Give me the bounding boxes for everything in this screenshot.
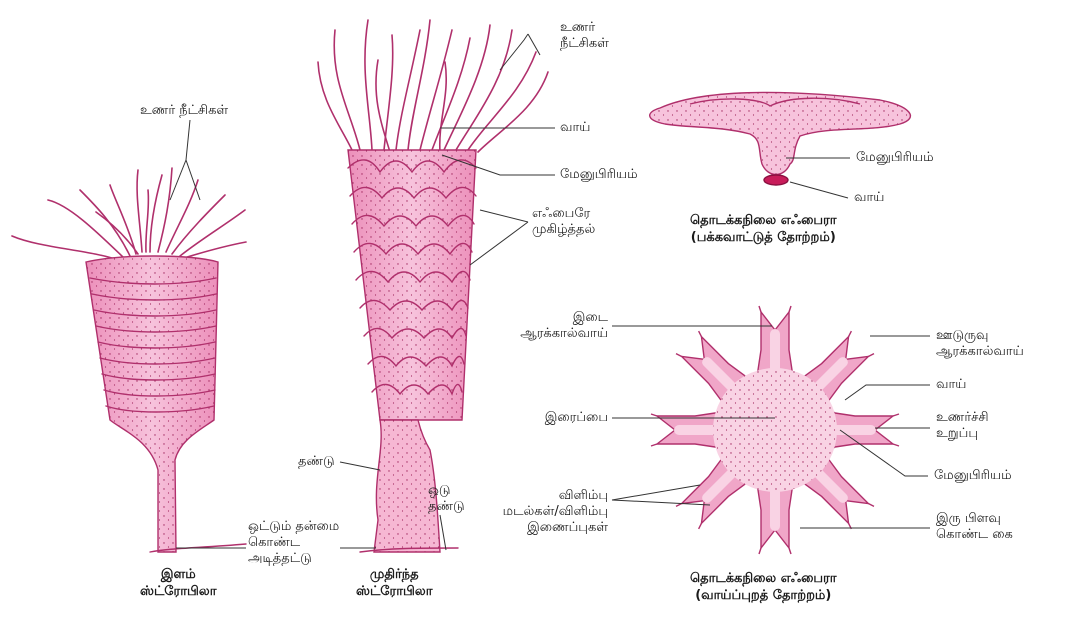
label-shell-stalk: ஒடு தண்டு xyxy=(428,483,465,515)
label-stalk: தண்டு xyxy=(298,454,335,470)
label-ephyrae-budding: எஃபைரே முகிழ்த்தல் xyxy=(532,206,595,238)
mature-ephyrae-stack xyxy=(348,150,476,420)
label-mature-manubrium: மேனுபிரியம் xyxy=(560,167,638,183)
marginal-lappet xyxy=(651,444,657,446)
caption-young-strobila: இளம் ஸ்ட்ரோபிலா xyxy=(140,566,217,600)
young-body xyxy=(86,256,246,552)
label-inter-radial-canal: இடை ஆரக்கால்வாய் xyxy=(500,310,608,342)
label-mature-tentacles: உணர் நீட்சிகள் xyxy=(560,20,609,52)
marginal-lappet xyxy=(759,306,761,312)
label-per-radial-canal: ஊடுருவு ஆரக்கால்வாய் xyxy=(936,328,1024,360)
marginal-lappet xyxy=(849,331,852,337)
mature-tentacles xyxy=(318,20,548,152)
marginal-lappet xyxy=(699,523,702,529)
label-oral-mouth: வாய் xyxy=(936,377,966,393)
marginal-lappet xyxy=(893,444,899,446)
marginal-lappet xyxy=(789,548,791,554)
caption-ephyra-side-view: தொடக்கநிலை எஃபைரா (பக்கவாட்டுத் தோற்றம்) xyxy=(690,212,837,246)
young-tentacles xyxy=(12,168,246,260)
label-sense-organ: உணர்ச்சி உறுப்பு xyxy=(936,410,989,442)
label-side-mouth: வாய் xyxy=(854,190,884,206)
label-marginal-lappets: விளிம்பு மடல்கள்/விளிம்பு இணைப்புகள் xyxy=(476,488,608,536)
marginal-lappet xyxy=(893,414,899,416)
ephyra-oral-view xyxy=(651,306,899,554)
marginal-lappet xyxy=(699,331,702,337)
label-oral-manubrium: மேனுபிரியம் xyxy=(934,468,1012,484)
mature-strobila xyxy=(318,20,548,552)
marginal-lappet xyxy=(651,414,657,416)
marginal-lappet xyxy=(868,354,874,357)
caption-mature-strobila: முதிர்ந்த ஸ்ட்ரோபிலா xyxy=(356,566,433,600)
label-adhesive-basal-disc-text: ஒட்டும் தன்மை கொண்ட அடித்தட்டு xyxy=(248,519,339,567)
label-mature-mouth: வாய் xyxy=(560,120,590,136)
label-side-manubrium: மேனுபிரியம் xyxy=(856,150,934,166)
marginal-lappet xyxy=(676,354,682,357)
label-bifid-arm: இரு பிளவு கொண்ட கை xyxy=(936,511,1013,543)
marginal-lappet xyxy=(868,504,874,507)
label-gastric-pouch: இரைப்பை xyxy=(510,410,608,426)
caption-ephyra-oral-view: தொடக்கநிலை எஃபைரா (வாய்ப்புறத் தோற்றம்) xyxy=(690,570,837,604)
ephyra-side-view xyxy=(650,92,911,185)
marginal-lappet xyxy=(759,548,761,554)
label-young-tentacles: உணர் நீட்சிகள் xyxy=(140,103,228,119)
marginal-lappet xyxy=(789,306,791,312)
young-strobila xyxy=(12,168,246,552)
